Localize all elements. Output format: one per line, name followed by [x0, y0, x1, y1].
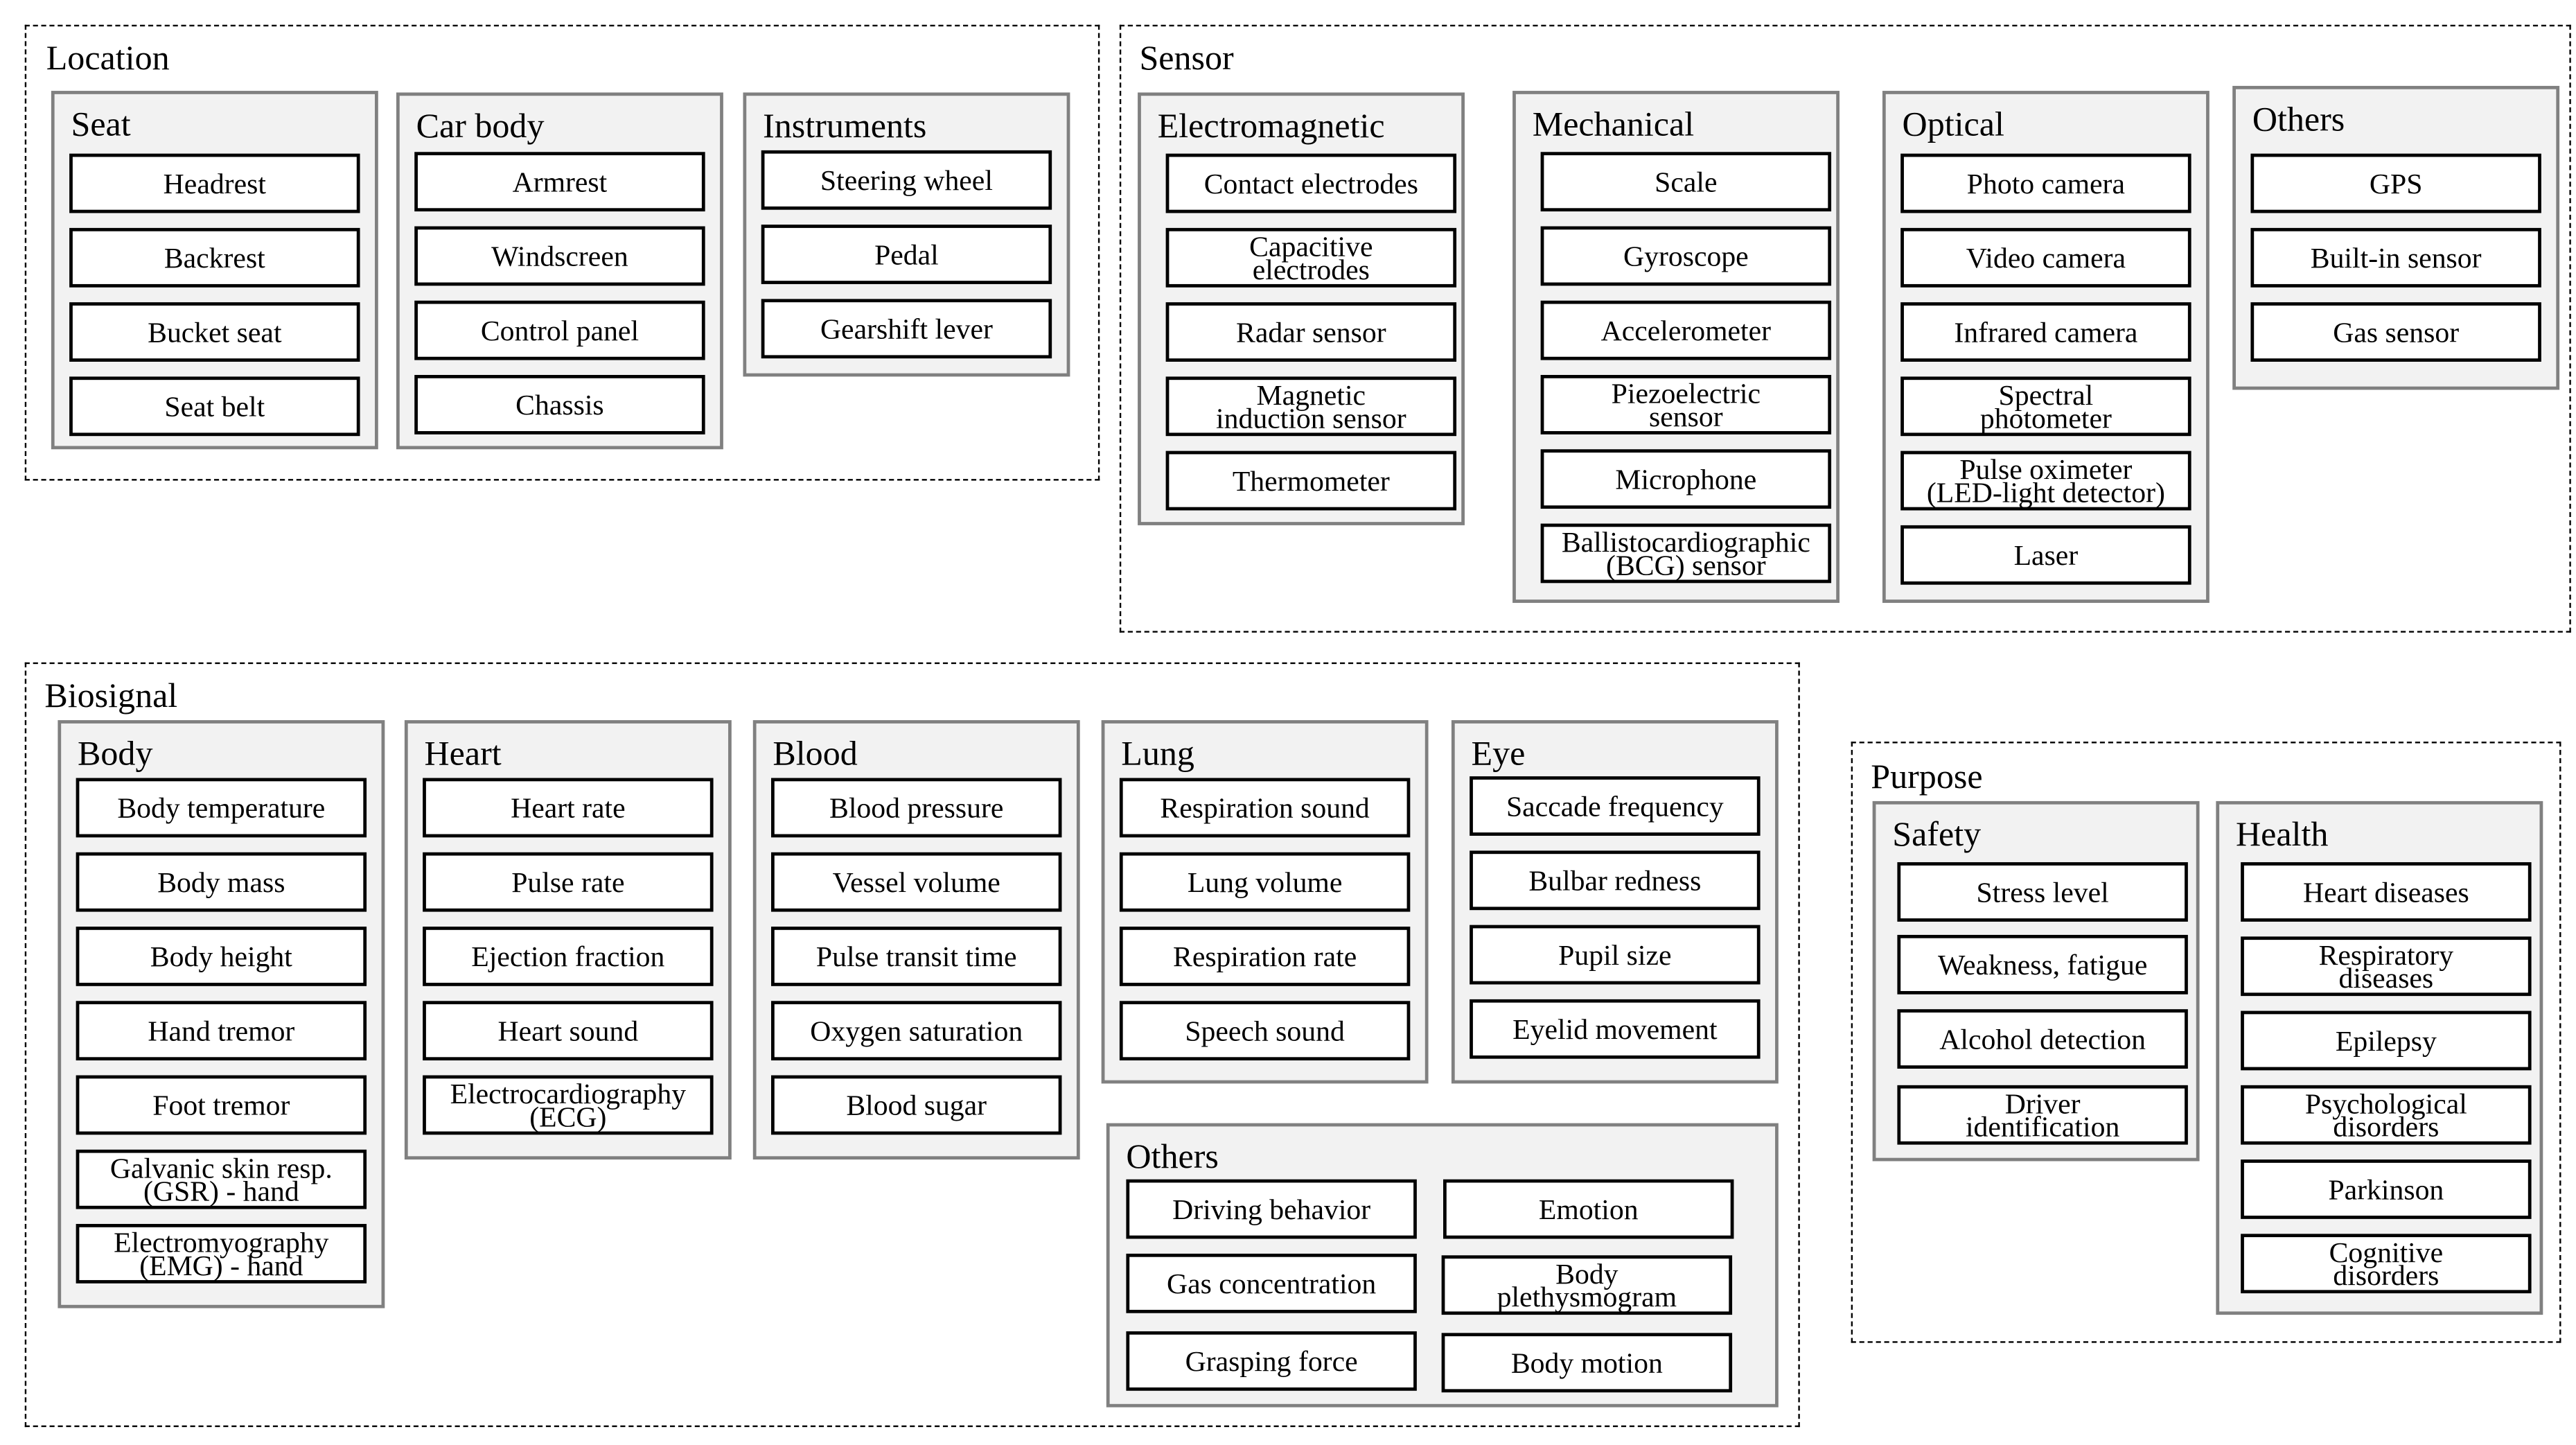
group-title: Mechanical — [1532, 104, 1695, 144]
item-psychological-disorders: Psychological disorders — [2241, 1085, 2532, 1145]
item-built-in-sensor: Built-in sensor — [2250, 227, 2541, 288]
group-title: Car body — [416, 105, 545, 146]
item-speech-sound: Speech sound — [1119, 1001, 1411, 1061]
item-vessel-volume: Vessel volume — [771, 852, 1062, 912]
item-chassis: Chassis — [414, 375, 705, 435]
item-galvanic-skin-resp-gsr-hand: Galvanic skin resp. (GSR) - hand — [76, 1149, 367, 1209]
item-spectral-photometer: Spectral photometer — [1900, 376, 2191, 437]
item-magnetic-induction-sensor: Magnetic induction sensor — [1165, 376, 1457, 437]
item-heart-sound: Heart sound — [423, 1001, 714, 1061]
item-foot-tremor: Foot tremor — [76, 1075, 367, 1135]
item-contact-electrodes: Contact electrodes — [1165, 153, 1457, 213]
group-title: Eye — [1471, 733, 1526, 773]
group-title: Electromagnetic — [1157, 105, 1385, 146]
item-alcohol-detection: Alcohol detection — [1897, 1009, 2188, 1069]
section-title: Sensor — [1139, 37, 1234, 78]
item-photo-camera: Photo camera — [1900, 153, 2191, 213]
section-purpose: Purpose — [1851, 742, 2561, 1343]
group-title: Others — [2252, 98, 2345, 139]
item-driving-behavior: Driving behavior — [1126, 1179, 1417, 1239]
item-control-panel: Control panel — [414, 300, 705, 360]
item-oxygen-saturation: Oxygen saturation — [771, 1001, 1062, 1061]
item-blood-pressure: Blood pressure — [771, 778, 1062, 838]
group-title: Health — [2235, 814, 2329, 855]
item-body-mass: Body mass — [76, 852, 367, 912]
item-epilepsy: Epilepsy — [2241, 1010, 2532, 1071]
item-ballistocardiographic-bcg-sensor: Ballistocardiographic (BCG) sensor — [1540, 523, 1832, 584]
group-title: Lung — [1121, 733, 1194, 773]
item-body-temperature: Body temperature — [76, 778, 367, 838]
group-title: Blood — [773, 733, 858, 773]
item-gas-concentration: Gas concentration — [1126, 1253, 1417, 1313]
group-title: Body — [78, 733, 153, 773]
item-cognitive-disorders: Cognitive disorders — [2241, 1234, 2532, 1294]
item-gps: GPS — [2250, 153, 2541, 213]
item-emotion: Emotion — [1443, 1179, 1734, 1239]
group-title: Optical — [1902, 104, 2004, 144]
section-location: Location — [24, 24, 1100, 481]
item-radar-sensor: Radar sensor — [1165, 302, 1457, 362]
item-pupil-size: Pupil size — [1470, 925, 1761, 985]
item-bucket-seat: Bucket seat — [69, 302, 360, 362]
item-grasping-force: Grasping force — [1126, 1331, 1417, 1391]
item-capacitive-electrodes: Capacitive electrodes — [1165, 227, 1457, 288]
item-seat-belt: Seat belt — [69, 376, 360, 437]
item-scale: Scale — [1540, 152, 1832, 212]
item-steering-wheel: Steering wheel — [761, 150, 1052, 210]
section-title: Purpose — [1871, 756, 1983, 796]
item-thermometer: Thermometer — [1165, 450, 1457, 511]
group-title: Heart — [424, 733, 502, 773]
item-headrest: Headrest — [69, 153, 360, 213]
item-weakness-fatigue: Weakness, fatigue — [1897, 934, 2188, 995]
section-title: Location — [46, 37, 170, 78]
item-heart-diseases: Heart diseases — [2241, 862, 2532, 922]
item-accelerometer: Accelerometer — [1540, 300, 1832, 360]
item-microphone: Microphone — [1540, 449, 1832, 509]
group-title: Instruments — [763, 105, 927, 146]
item-gas-sensor: Gas sensor — [2250, 302, 2541, 362]
item-lung-volume: Lung volume — [1119, 852, 1411, 912]
item-armrest: Armrest — [414, 152, 705, 212]
item-infrared-camera: Infrared camera — [1900, 302, 2191, 362]
item-respiratory-diseases: Respiratory diseases — [2241, 936, 2532, 997]
item-gearshift-lever: Gearshift lever — [761, 299, 1052, 359]
item-body-motion: Body motion — [1441, 1333, 1733, 1393]
item-blood-sugar: Blood sugar — [771, 1075, 1062, 1135]
section-sensor: Sensor — [1119, 24, 2571, 633]
item-bulbar-redness: Bulbar redness — [1470, 850, 1761, 911]
item-hand-tremor: Hand tremor — [76, 1001, 367, 1061]
item-windscreen: Windscreen — [414, 226, 705, 286]
item-pedal: Pedal — [761, 225, 1052, 284]
item-saccade-frequency: Saccade frequency — [1470, 776, 1761, 836]
group-title: Safety — [1892, 814, 1982, 855]
item-backrest: Backrest — [69, 227, 360, 288]
item-stress-level: Stress level — [1897, 862, 2188, 922]
item-body-plethysmogram: Body plethysmogram — [1441, 1255, 1733, 1315]
item-gyroscope: Gyroscope — [1540, 226, 1832, 286]
item-driver-identification: Driver identification — [1897, 1085, 2188, 1145]
item-eyelid-movement: Eyelid movement — [1470, 999, 1761, 1059]
item-parkinson: Parkinson — [2241, 1159, 2532, 1219]
item-respiration-sound: Respiration sound — [1119, 778, 1411, 838]
item-electromyography-emg-hand: Electromyography (EMG) - hand — [76, 1224, 367, 1284]
item-respiration-rate: Respiration rate — [1119, 927, 1411, 986]
item-piezoelectric-sensor: Piezoelectric sensor — [1540, 375, 1832, 435]
item-pulse-rate: Pulse rate — [423, 852, 714, 912]
item-laser: Laser — [1900, 525, 2191, 585]
item-electrocardiography-ecg: Electrocardiography (ECG) — [423, 1075, 714, 1135]
item-heart-rate: Heart rate — [423, 778, 714, 838]
section-title: Biosignal — [44, 675, 178, 715]
item-body-height: Body height — [76, 927, 367, 986]
group-title: Seat — [71, 104, 131, 144]
section-biosignal: Biosignal — [24, 662, 1800, 1428]
item-pulse-oximeter-led-light-detector: Pulse oximeter (LED-light detector) — [1900, 450, 2191, 511]
item-ejection-fraction: Ejection fraction — [423, 927, 714, 986]
group-title: Others — [1126, 1136, 1219, 1176]
item-pulse-transit-time: Pulse transit time — [771, 927, 1062, 986]
item-video-camera: Video camera — [1900, 227, 2191, 288]
